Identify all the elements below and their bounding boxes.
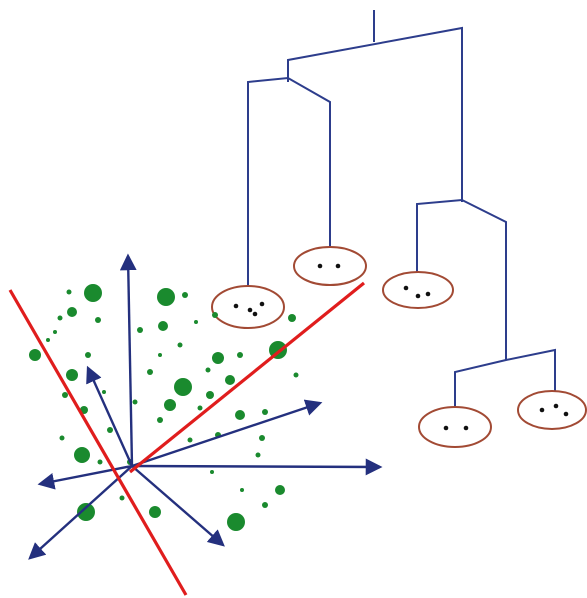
data-point — [62, 392, 68, 398]
scatter-points — [29, 284, 299, 531]
data-point — [259, 435, 265, 441]
cluster-1 — [211, 285, 285, 329]
cluster-member-dot — [463, 425, 469, 431]
data-point — [206, 391, 214, 399]
data-point — [194, 320, 198, 324]
data-point — [227, 513, 245, 531]
data-point — [46, 338, 50, 342]
axis-arrow-2 — [131, 458, 383, 476]
cluster-member-dot — [335, 263, 341, 269]
axis-arrow-1 — [119, 253, 137, 467]
data-point — [158, 321, 168, 331]
cluster-2 — [293, 246, 367, 286]
data-point — [97, 459, 103, 465]
data-point — [262, 409, 268, 415]
axis-arrow-7 — [131, 465, 225, 547]
tree-branch-3 — [247, 76, 331, 294]
cluster-member-dot — [252, 311, 258, 317]
data-point — [95, 317, 101, 323]
data-point — [137, 327, 143, 333]
dendrogram — [247, 10, 556, 410]
data-point — [77, 503, 95, 521]
data-point — [212, 352, 224, 364]
data-point — [66, 289, 72, 295]
principal-line-1 — [8, 289, 188, 596]
data-point — [84, 284, 102, 302]
cluster-outline — [418, 406, 492, 448]
data-point — [29, 349, 41, 361]
data-point — [157, 288, 175, 306]
cluster-3 — [382, 271, 454, 309]
data-point — [275, 485, 285, 495]
leaf-clusters — [211, 246, 587, 448]
data-point — [288, 314, 296, 322]
cluster-member-dot — [443, 425, 449, 431]
data-point — [85, 352, 91, 358]
data-point — [210, 470, 214, 474]
data-point — [225, 375, 235, 385]
cluster-member-dot — [553, 403, 559, 409]
data-point — [132, 399, 138, 405]
data-point — [212, 312, 218, 318]
data-point — [164, 399, 176, 411]
data-point — [57, 315, 63, 321]
data-point — [177, 342, 183, 348]
tree-branch-5 — [454, 348, 556, 410]
data-point — [197, 405, 203, 411]
tree-branch-2 — [287, 26, 463, 202]
axis-arrow-6 — [28, 465, 133, 560]
cluster-outline — [382, 271, 454, 309]
data-point — [149, 506, 161, 518]
data-point — [67, 307, 77, 317]
data-point — [53, 330, 57, 334]
cluster-member-dot — [317, 263, 323, 269]
cluster-member-dot — [415, 293, 421, 299]
data-point — [102, 390, 106, 394]
axis-arrow-4 — [131, 399, 323, 468]
cluster-5 — [517, 390, 587, 430]
cluster-member-dot — [403, 285, 409, 291]
data-point — [237, 352, 243, 358]
data-point — [119, 495, 125, 501]
data-point — [157, 417, 163, 423]
cluster-member-dot — [233, 303, 239, 309]
data-point — [147, 369, 153, 375]
data-point — [158, 353, 162, 357]
data-point — [182, 292, 188, 298]
data-point — [293, 372, 299, 378]
cluster-4 — [418, 406, 492, 448]
data-point — [235, 410, 245, 420]
data-point — [59, 435, 65, 441]
principal-line-2 — [128, 281, 366, 474]
cluster-outline — [211, 285, 285, 329]
data-point — [107, 427, 113, 433]
data-point — [205, 367, 211, 373]
data-point — [187, 437, 193, 443]
data-point — [66, 369, 78, 381]
cluster-outline — [293, 246, 367, 286]
cluster-member-dot — [247, 307, 253, 313]
axis-arrow-5 — [86, 365, 134, 467]
cluster-member-dot — [563, 411, 569, 417]
data-point — [174, 378, 192, 396]
data-point — [74, 447, 90, 463]
principal-lines — [8, 281, 366, 596]
axis-arrows — [28, 253, 383, 560]
data-point — [255, 452, 261, 458]
cluster-outline — [517, 390, 587, 430]
cluster-member-dot — [539, 407, 545, 413]
cluster-member-dot — [425, 291, 431, 297]
tree-branch-4 — [416, 198, 507, 360]
axis-arrow-3 — [37, 464, 133, 490]
data-point — [262, 502, 268, 508]
data-point — [240, 488, 244, 492]
cluster-member-dot — [259, 301, 265, 307]
